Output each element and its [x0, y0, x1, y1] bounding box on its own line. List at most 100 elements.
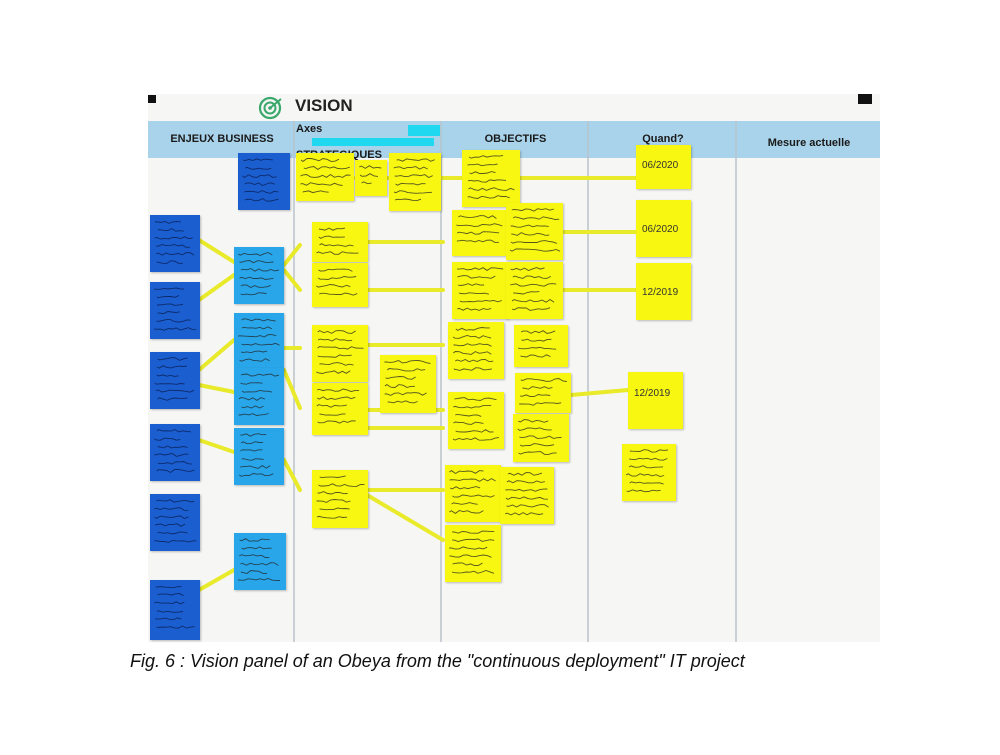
scribble-line [154, 601, 185, 605]
scribble-line [511, 232, 550, 236]
scribble-line [467, 163, 498, 167]
handwriting-scribble [384, 360, 431, 404]
scribble-line [156, 374, 179, 377]
scribble-line [316, 515, 348, 519]
handwriting-scribble [316, 388, 360, 424]
scribble-line [452, 530, 495, 534]
scribble-line [386, 368, 426, 372]
handwriting-scribble [154, 499, 197, 543]
scribble-line [237, 578, 281, 582]
scribble-line [241, 389, 272, 393]
scribble-line [240, 284, 271, 289]
sticky-yellow [622, 444, 676, 501]
scribble-line [506, 480, 545, 484]
handwriting-scribble [456, 215, 503, 243]
scribble-line [449, 546, 488, 550]
scribble-line [394, 198, 422, 202]
scribble-line [507, 472, 543, 476]
scribble-line [154, 540, 197, 543]
scribble-line [467, 195, 510, 199]
scribble-line [240, 570, 267, 574]
scribble-line [244, 198, 279, 202]
scribble-line [241, 458, 264, 461]
scribble-line [396, 158, 435, 162]
sticky-dark-blue [150, 424, 200, 481]
handwriting-scribble [509, 208, 561, 252]
scribble-line [453, 351, 492, 355]
scribble-line [453, 421, 484, 425]
scribble-line [156, 429, 191, 433]
scribble-line [316, 499, 351, 503]
handwriting-scribble [239, 433, 274, 477]
scribble-line [520, 330, 556, 334]
scribble-line [513, 291, 540, 295]
scribble-line [156, 260, 183, 264]
scribble-line [511, 307, 551, 311]
scribble-line [316, 251, 359, 255]
scribble-line [449, 510, 484, 514]
panel-title: VISION [295, 96, 353, 115]
scribble-line [510, 283, 557, 287]
scribble-line [155, 389, 195, 393]
scribble-line [361, 181, 372, 185]
scribble-line [157, 228, 184, 232]
sticky-yellow [389, 153, 441, 211]
scribble-line [242, 174, 277, 179]
scribble-line [157, 397, 188, 401]
scribble-line [316, 396, 356, 400]
scribble-line [239, 260, 274, 264]
handwriting-scribble [154, 429, 195, 474]
sticky-yellow [506, 203, 563, 260]
scribble-line [318, 227, 346, 231]
column-header-enjeux: ENJEUX BUSINESS [170, 133, 274, 145]
sticky-yellow [448, 392, 504, 449]
sticky-yellow-date: 06/2020 [636, 145, 691, 189]
scribble-line [154, 327, 197, 331]
scribble-line [245, 166, 272, 170]
scribble-line [512, 275, 552, 279]
sticky-dark-blue [150, 494, 200, 551]
highlight-mark [408, 125, 440, 136]
sticky-yellow [452, 210, 508, 256]
sticky-light-blue [234, 533, 286, 590]
scribble-line [241, 405, 264, 409]
scribble-line [449, 478, 496, 482]
scribble-line [511, 298, 555, 303]
handwriting-scribble [449, 470, 496, 514]
highlight-mark [312, 138, 434, 146]
scribble-line [626, 489, 661, 493]
scribble-line [520, 378, 567, 382]
handwriting-scribble [242, 158, 279, 202]
scribble-line [468, 155, 504, 159]
sticky-yellow [380, 355, 436, 413]
scribble-line [317, 491, 348, 495]
scribble-line [456, 239, 499, 243]
column-header-mesure: Mesure actuelle [767, 137, 851, 149]
column-header-objectifs: OBJECTIFS [484, 133, 547, 145]
scribble-line [244, 190, 279, 194]
sticky-dark-blue [150, 282, 200, 339]
scribble-line [394, 174, 433, 179]
sticky-dark-blue [150, 215, 200, 272]
handwriting-scribble [504, 472, 549, 516]
sticky-yellow [445, 465, 501, 522]
handwriting-scribble [238, 373, 280, 416]
scribble-line [511, 208, 554, 212]
sticky-yellow [448, 322, 504, 379]
scribble-line [504, 512, 544, 516]
scribble-line [156, 319, 191, 323]
scribble-line [318, 268, 353, 272]
scribble-line [452, 562, 483, 566]
scribble-line [316, 388, 360, 392]
scribble-line [455, 429, 494, 433]
scribble-line [510, 224, 549, 228]
handwriting-scribble [154, 357, 195, 401]
handwriting-scribble [510, 267, 557, 311]
date-label: 12/2019 [634, 388, 671, 399]
scribble-line [452, 494, 495, 498]
scribble-line [520, 354, 551, 358]
scribble-line [319, 362, 354, 366]
scribble-line [242, 158, 273, 161]
scribble-line [241, 326, 272, 330]
